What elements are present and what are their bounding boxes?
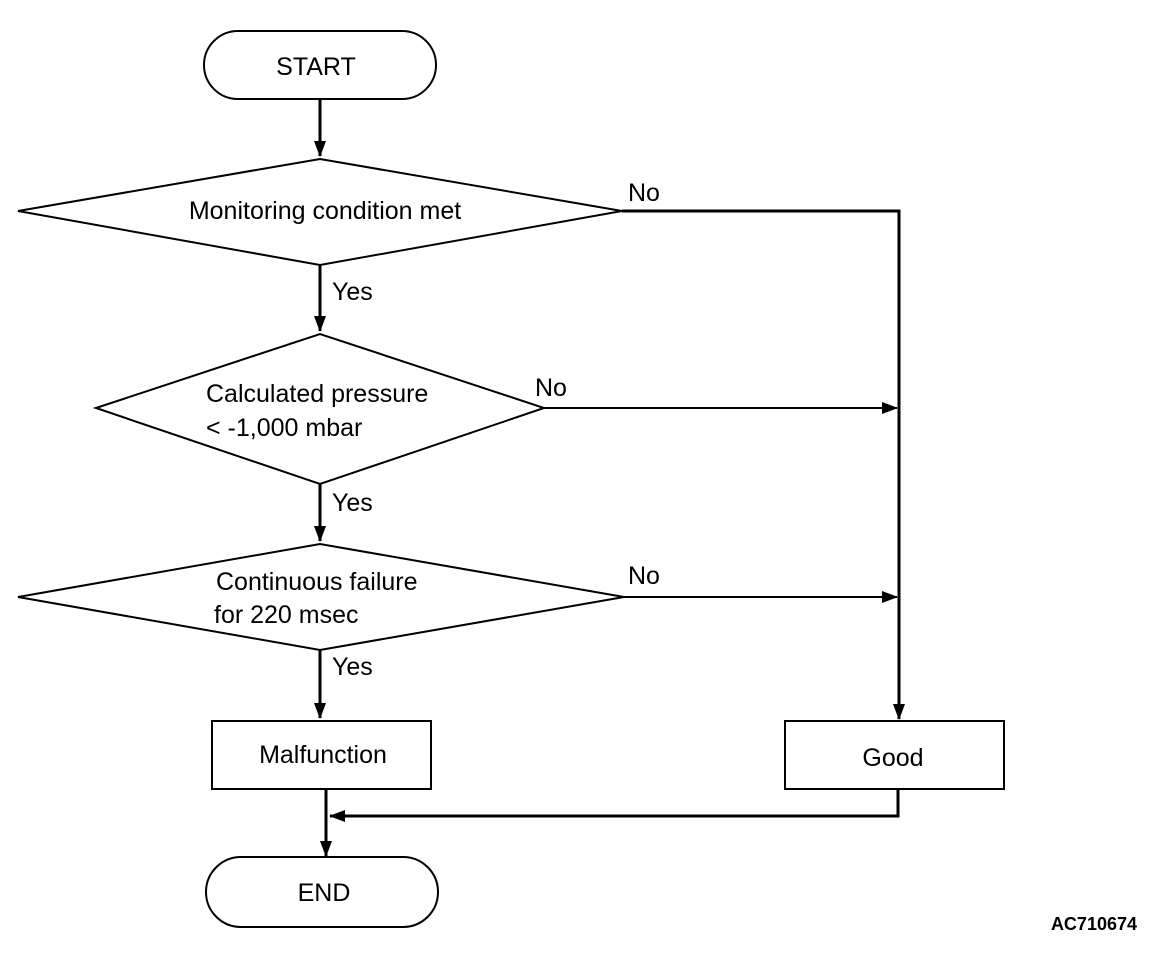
decision-continuous-failure-line1: Continuous failure [216,568,418,596]
d2-no-label: No [535,374,567,402]
connector-good-merge [329,789,900,822]
d3-yes-label: Yes [332,653,373,681]
good-label: Good [862,744,923,772]
d2-yes-label: Yes [332,489,373,517]
decision-continuous-failure: Continuous failure for 220 msec [17,542,625,652]
decision-monitoring-condition-label: Monitoring condition met [189,197,461,225]
decision-calculated-pressure-line1: Calculated pressure [206,380,428,408]
end-node: END [205,856,439,928]
d1-no-label: No [628,179,660,207]
malfunction-box: Malfunction [211,720,432,790]
connector-d1-no [622,209,905,720]
decision-calculated-pressure-line2: < -1,000 mbar [206,414,362,442]
start-node: START [203,30,437,100]
start-label: START [276,53,356,81]
decision-calculated-pressure: Calculated pressure < -1,000 mbar [92,332,548,486]
figure-code: AC710674 [1051,914,1137,934]
good-box: Good [784,720,1005,790]
end-label: END [298,879,351,907]
decision-monitoring-condition: Monitoring condition met [17,157,623,267]
d3-no-label: No [628,562,660,590]
decision-continuous-failure-line2: for 220 msec [214,601,359,629]
d1-yes-label: Yes [332,278,373,306]
malfunction-label: Malfunction [259,741,387,769]
